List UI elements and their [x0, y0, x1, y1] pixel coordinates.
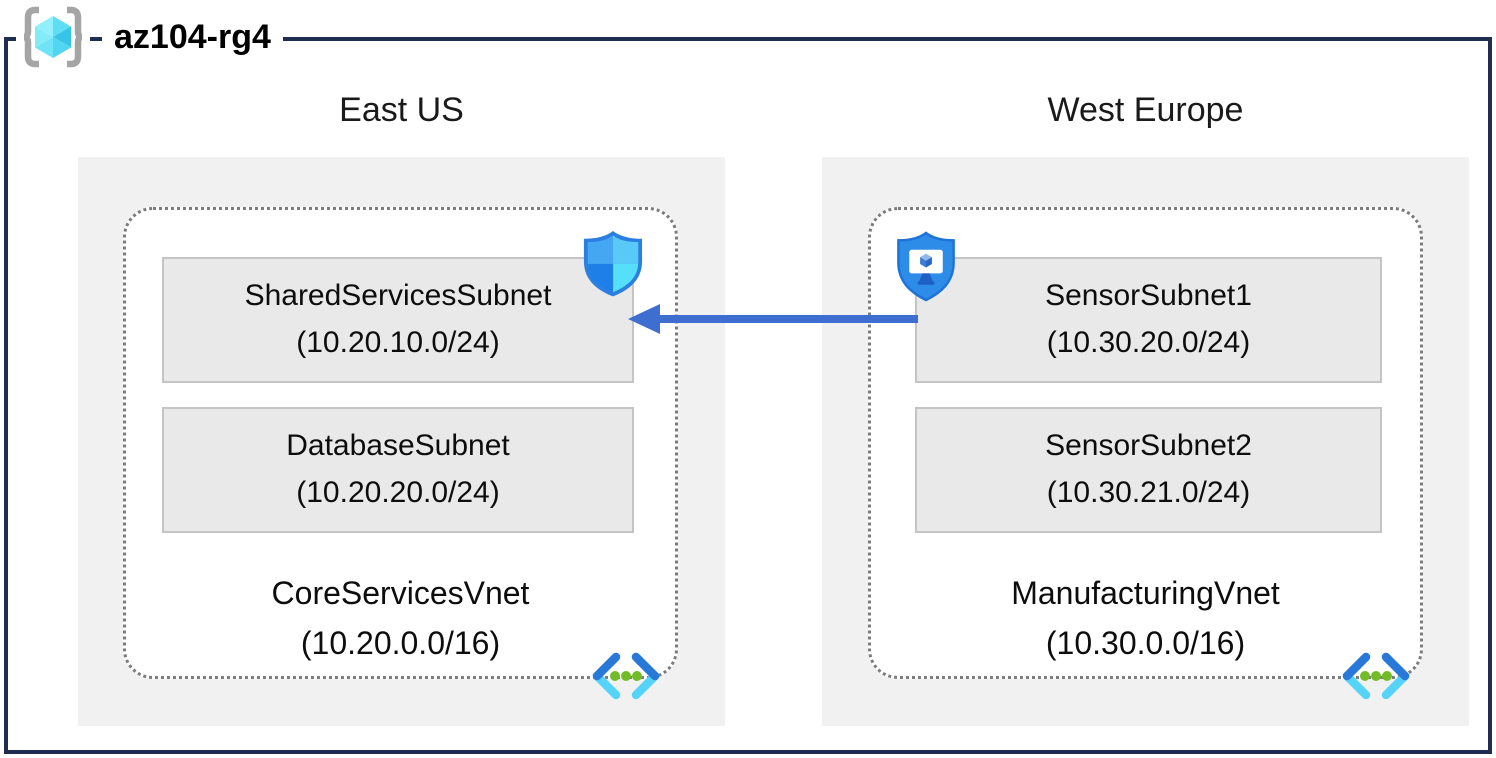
subnet-cidr: (10.30.21.0/24) — [1046, 476, 1251, 509]
resource-group-frame — [4, 37, 1492, 754]
resource-group-icon — [16, 6, 90, 68]
vnet-name: ManufacturingVnet — [1011, 575, 1280, 611]
subnet-name: SensorSubnet2 — [1045, 429, 1252, 462]
subnet-cidr: (10.20.10.0/24) — [296, 326, 500, 359]
vnet-name: CoreServicesVnet — [271, 575, 530, 611]
region-title-east-us: East US — [339, 91, 464, 129]
subnet-cidr: (10.30.20.0/24) — [1046, 326, 1251, 359]
resource-group-header: az104-rg4 — [16, 5, 283, 69]
subnet-cidr: (10.20.20.0/24) — [296, 476, 500, 509]
virtual-network-icon-west — [1338, 652, 1414, 700]
network-security-group-icon — [582, 229, 644, 297]
subnet-name: SharedServicesSubnet — [244, 279, 552, 312]
subnet-databasesubnet: DatabaseSubnet (10.20.20.0/24) — [162, 407, 634, 533]
virtual-network-icon-east — [588, 652, 664, 700]
resource-group-title: az104-rg4 — [102, 5, 283, 69]
vnet-cidr: (10.30.0.0/16) — [1045, 625, 1246, 661]
subnet-sharedservicessubnet: SharedServicesSubnet (10.20.10.0/24) — [162, 257, 634, 383]
subnet-name: DatabaseSubnet — [286, 429, 510, 462]
application-security-group-icon — [896, 231, 956, 302]
region-title-west-europe: West Europe — [1047, 91, 1244, 129]
traffic-arrow — [624, 300, 920, 338]
subnet-name: SensorSubnet1 — [1045, 279, 1252, 312]
vnet-label-manufacturingvnet: ManufacturingVnet (10.30.0.0/16) — [868, 568, 1423, 668]
vnet-cidr: (10.20.0.0/16) — [300, 625, 501, 661]
subnet-sensorsubnet2: SensorSubnet2 (10.30.21.0/24) — [915, 407, 1382, 533]
vnet-label-coreservicesvnet: CoreServicesVnet (10.20.0.0/16) — [123, 568, 678, 668]
subnet-sensorsubnet1: SensorSubnet1 (10.30.20.0/24) — [915, 257, 1382, 383]
